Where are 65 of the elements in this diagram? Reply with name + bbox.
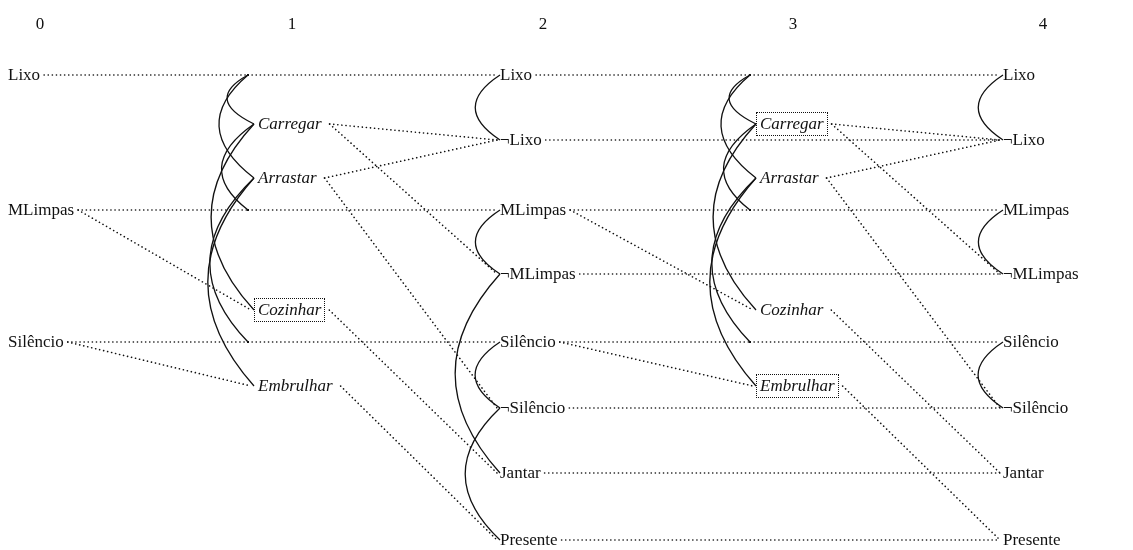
mutex-arc xyxy=(977,209,1004,275)
mutex-arc xyxy=(454,273,501,474)
action-label: Arrastar xyxy=(254,166,321,190)
state-label: Silêncio xyxy=(1003,332,1059,352)
level-number: 1 xyxy=(287,14,297,34)
action-label: Carregar xyxy=(756,112,828,136)
dotted-line xyxy=(830,309,1001,474)
state-label: MLimpas xyxy=(1003,200,1070,220)
action-label: Embrulhar xyxy=(254,374,337,398)
state-label: ¬MLimpas xyxy=(1003,264,1079,284)
action-label: Embrulhar xyxy=(756,374,839,398)
mutex-arc xyxy=(207,177,255,387)
state-label: Presente xyxy=(500,530,558,550)
mutex-arc xyxy=(474,74,501,141)
state-label: Lixo xyxy=(1003,65,1036,85)
action-label: Cozinhar xyxy=(254,298,326,322)
state-label: Jantar xyxy=(1003,463,1044,483)
mutex-arc xyxy=(474,341,501,409)
state-label: Presente xyxy=(1003,530,1061,550)
state-label: MLimpas xyxy=(500,200,567,220)
state-label: ¬Silêncio xyxy=(1003,398,1069,418)
state-label: ¬Lixo xyxy=(1003,130,1045,150)
mutex-arc xyxy=(709,177,757,387)
state-label: Lixo xyxy=(500,65,533,85)
dotted-line xyxy=(558,341,754,387)
mutex-arc xyxy=(720,74,757,179)
state-label: ¬MLimpas xyxy=(500,264,576,284)
mutex-arc xyxy=(464,407,501,541)
dotted-line xyxy=(568,407,1001,409)
dotted-line xyxy=(825,177,1001,409)
mutex-arc xyxy=(722,123,757,211)
mutex-arc xyxy=(210,123,255,311)
action-label: Cozinhar xyxy=(756,298,828,322)
dotted-line xyxy=(569,209,754,311)
mutex-arc xyxy=(226,74,255,125)
dotted-line xyxy=(578,273,1001,275)
action-label: Arrastar xyxy=(756,166,823,190)
dotted-line xyxy=(323,177,498,409)
dotted-line xyxy=(339,385,498,541)
level-number: 2 xyxy=(538,14,548,34)
mutex-arc xyxy=(728,74,757,125)
state-label: Silêncio xyxy=(500,332,556,352)
mutex-arc xyxy=(712,123,757,311)
state-label: ¬Silêncio xyxy=(500,398,566,418)
state-label: ¬Lixo xyxy=(500,130,542,150)
dotted-line xyxy=(543,472,1001,474)
dotted-line xyxy=(830,123,1001,275)
dotted-line xyxy=(841,385,1001,541)
level-number: 4 xyxy=(1038,14,1048,34)
mutex-arc xyxy=(218,74,255,179)
state-label: Jantar xyxy=(500,463,541,483)
state-label: Silêncio xyxy=(8,332,64,352)
dotted-line xyxy=(328,123,498,275)
dotted-line xyxy=(328,309,498,474)
level-number: 3 xyxy=(788,14,798,34)
dotted-line xyxy=(43,74,249,76)
mutex-arc xyxy=(977,74,1004,141)
mutex-arc xyxy=(474,209,501,275)
mutex-arc xyxy=(977,341,1004,409)
mutex-arc xyxy=(220,123,255,211)
action-label: Carregar xyxy=(254,112,326,136)
state-label: Lixo xyxy=(8,65,41,85)
dotted-line xyxy=(77,209,252,311)
level-number: 0 xyxy=(35,14,45,34)
state-label: MLimpas xyxy=(8,200,75,220)
